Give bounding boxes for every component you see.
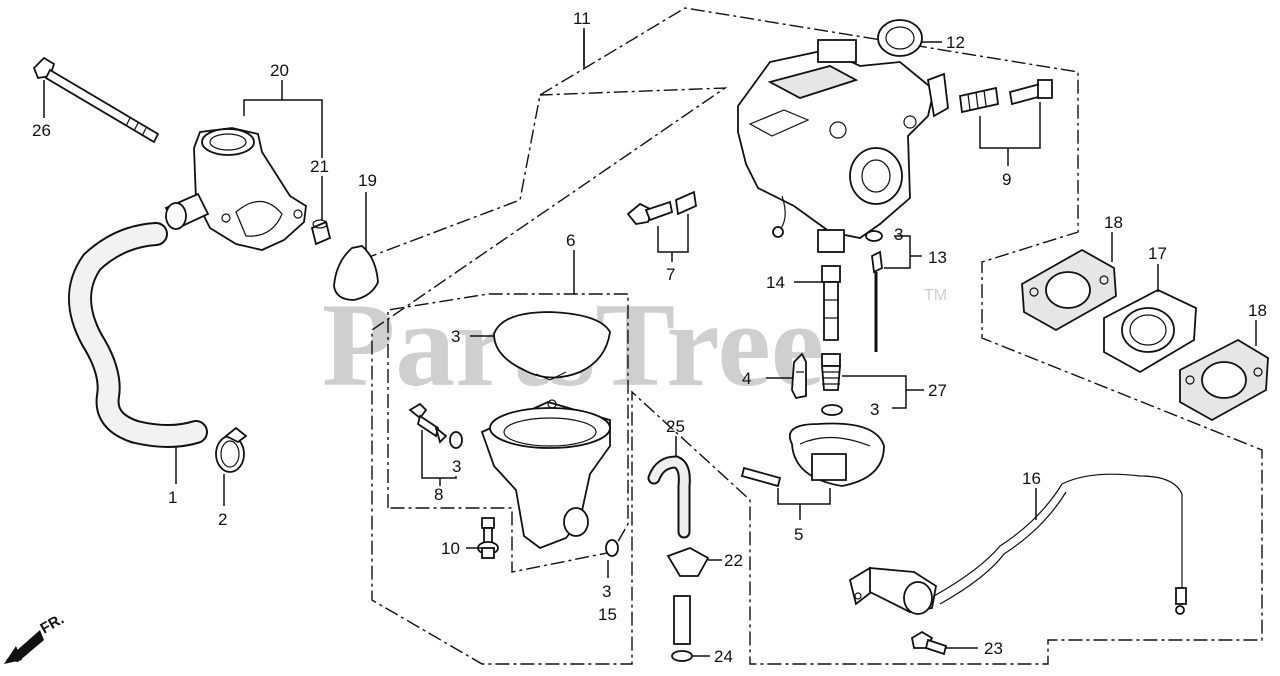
callout-9: 9 [1002,170,1011,189]
oring-part-3-chamber[interactable] [605,539,619,557]
callout-20: 20 [270,61,289,80]
callout-10: 10 [441,539,460,558]
bolt-part-26[interactable] [32,56,160,144]
needle-part-13[interactable] [871,250,883,352]
callout-13: 13 [928,248,947,267]
callout-3: 3 [870,400,879,419]
callout-24: 24 [714,647,733,666]
callout-18: 18 [1104,213,1123,232]
main-jet-part-27[interactable] [821,353,841,391]
thermostat-housing-part-20[interactable] [164,127,307,251]
callout-3: 3 [451,327,460,346]
callout-19: 19 [358,171,377,190]
callout-25: 25 [666,417,685,436]
callout-3: 3 [894,225,903,244]
pipe-part-21[interactable] [310,219,332,246]
front-direction-label: FR. [38,611,67,638]
callout-8: 8 [434,485,443,504]
callout-3: 3 [452,457,461,476]
fuel-cut-solenoid-part-16[interactable] [848,473,1187,615]
callout-14: 14 [766,273,785,292]
callout-17: 17 [1148,244,1167,263]
carburetor-body-part-11[interactable] [737,39,949,253]
callout-15: 15 [598,605,617,624]
oring-part-24[interactable] [671,650,693,662]
screw-part-10[interactable] [477,517,499,559]
pilot-screw-part-7[interactable] [626,190,697,225]
callout-2: 2 [218,510,227,529]
callout-18: 18 [1248,301,1267,320]
callout-16: 16 [1022,469,1041,488]
callout-3: 3 [602,582,611,601]
thermostat-cover-boundary [339,94,541,269]
callout-26: 26 [32,121,51,140]
clamp-part-2[interactable] [215,426,248,473]
drain-screw-part-8[interactable] [408,402,448,444]
callout-22: 22 [724,551,743,570]
nozzle-part-14[interactable] [821,265,841,341]
callout-1: 1 [168,488,177,507]
callout-7: 7 [666,265,675,284]
washer-part-3-jet[interactable] [821,404,843,416]
throttle-stop-screw-part-9[interactable] [959,79,1053,114]
float-chamber-boundary [387,293,629,573]
float-valve-part-4[interactable] [791,352,807,400]
insulator-part-17[interactable] [1103,288,1197,374]
tube-part-24[interactable] [673,595,691,645]
seal-ring-part-12[interactable] [877,19,923,57]
watermark-trademark: TM [924,287,947,304]
callout-11: 11 [573,9,591,28]
bolt-part-23[interactable] [910,630,948,656]
callout-23: 23 [984,639,1003,658]
front-direction-marker: FR. [4,611,67,664]
callout-5: 5 [794,525,803,544]
callout-12: 12 [946,33,965,52]
washer-part-3-carb[interactable] [865,230,883,242]
gasket-part-18-left[interactable] [1021,248,1117,332]
callout-21: 21 [310,157,329,176]
clip-part-22[interactable] [666,547,710,577]
float-chamber[interactable] [480,399,611,550]
float-chamber-gasket-part-3[interactable] [493,311,611,379]
float-part-5[interactable] [740,422,885,488]
gasket-part-19[interactable] [333,245,379,301]
gasket-part-18-right[interactable] [1179,338,1269,422]
carburetor-assembly-boundary [371,7,1263,665]
washer-part-3-drain[interactable] [449,431,463,449]
callout-27: 27 [928,381,947,400]
callout-6: 6 [566,231,575,250]
callout-4: 4 [742,369,751,388]
